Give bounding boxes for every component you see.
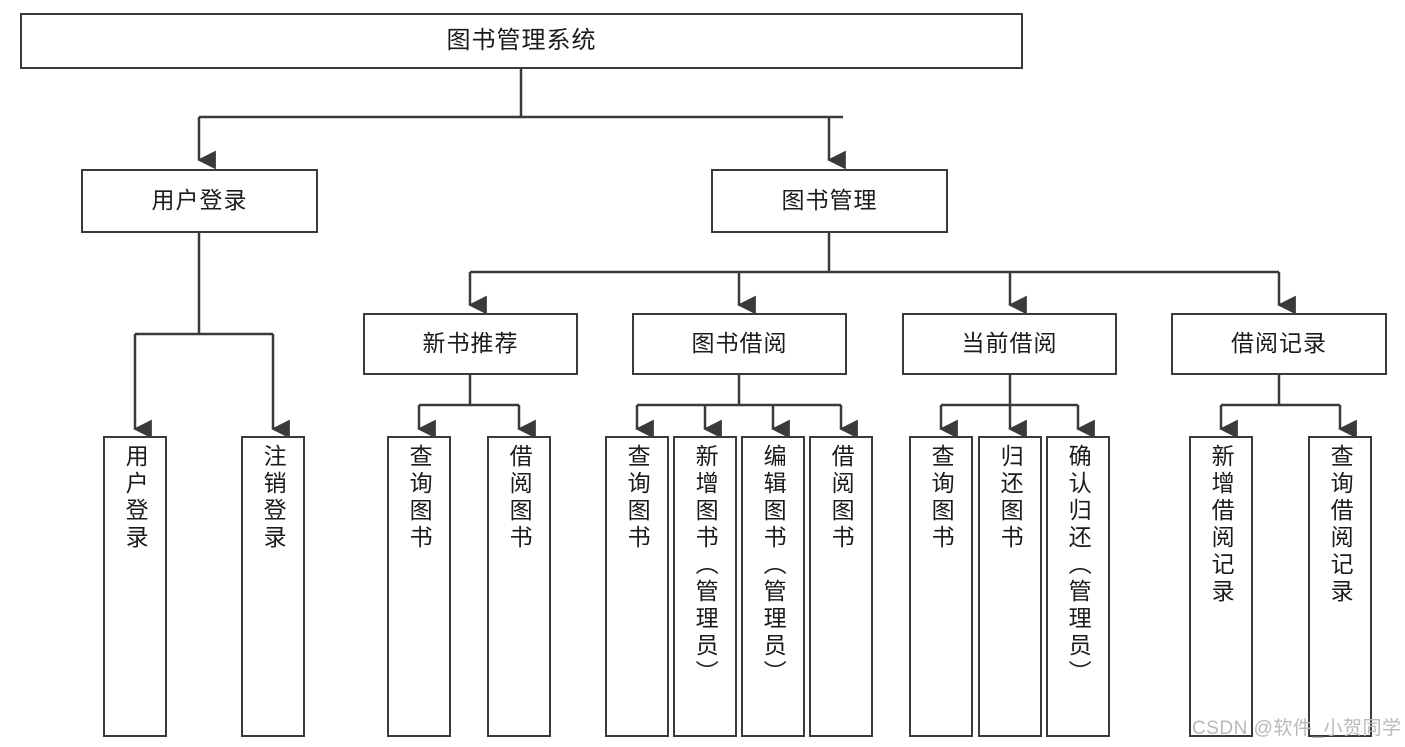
node-label: 图书借阅: [691, 330, 788, 357]
node-label: 用户登录: [151, 187, 248, 214]
node-label: 查询借阅记录: [1327, 444, 1354, 606]
leaf-user-login-logout[interactable]: 注销登录: [241, 436, 305, 737]
node-label: 当前借阅: [961, 330, 1058, 357]
leaf-book-borrow-borrow[interactable]: 借阅图书: [809, 436, 873, 737]
node-label: 图书管理系统: [446, 26, 597, 54]
node-label: 确认归还（管理员）: [1065, 444, 1092, 687]
node-label: 查询图书: [624, 444, 651, 552]
node-label: 借阅图书: [828, 444, 855, 552]
leaf-new-book-query[interactable]: 查询图书: [387, 436, 451, 737]
node-label: 查询图书: [928, 444, 955, 552]
node-label: 用户登录: [122, 444, 149, 552]
node-user-login[interactable]: 用户登录: [81, 169, 318, 233]
leaf-current-borrow-return[interactable]: 归还图书: [978, 436, 1042, 737]
node-book-borrow[interactable]: 图书借阅: [632, 313, 847, 375]
csdn-watermark: CSDN @软件_小贺同学: [1192, 718, 1402, 739]
node-book-management[interactable]: 图书管理: [711, 169, 948, 233]
node-label: 归还图书: [997, 444, 1024, 552]
node-new-book-recommend[interactable]: 新书推荐: [363, 313, 578, 375]
leaf-new-book-borrow[interactable]: 借阅图书: [487, 436, 551, 737]
leaf-borrow-record-add[interactable]: 新增借阅记录: [1189, 436, 1253, 737]
leaf-user-login-login[interactable]: 用户登录: [103, 436, 167, 737]
node-label: 借阅记录: [1231, 330, 1327, 357]
node-label: 新书推荐: [422, 330, 519, 357]
edge-user-login-to-leaves: [133, 233, 290, 439]
edge-book-borrow-to-leaves: [635, 375, 858, 439]
node-label: 新增借阅记录: [1208, 444, 1235, 606]
node-borrow-record[interactable]: 借阅记录: [1171, 313, 1387, 375]
edge-new-book-to-leaves: [417, 375, 536, 439]
node-label: 新增图书（管理员）: [692, 444, 719, 687]
leaf-borrow-record-query[interactable]: 查询借阅记录: [1308, 436, 1372, 737]
node-current-borrow[interactable]: 当前借阅: [902, 313, 1117, 375]
node-label: 注销登录: [260, 444, 287, 552]
leaf-current-borrow-query[interactable]: 查询图书: [909, 436, 973, 737]
leaf-book-borrow-add[interactable]: 新增图书（管理员）: [673, 436, 737, 737]
leaf-book-borrow-query[interactable]: 查询图书: [605, 436, 669, 737]
edge-root-to-level2: [197, 69, 846, 170]
node-label: 编辑图书（管理员）: [760, 444, 787, 687]
node-label: 借阅图书: [506, 444, 533, 552]
edge-current-borrow-to-leaves: [939, 375, 1095, 439]
leaf-book-borrow-edit[interactable]: 编辑图书（管理员）: [741, 436, 805, 737]
edge-borrow-record-to-leaves: [1219, 375, 1357, 439]
node-root-system[interactable]: 图书管理系统: [20, 13, 1023, 69]
node-label: 图书管理: [781, 187, 878, 214]
leaf-current-borrow-confirm[interactable]: 确认归还（管理员）: [1046, 436, 1110, 737]
node-label: 查询图书: [406, 444, 433, 552]
edge-book-mgmt-to-level3: [468, 233, 1296, 315]
